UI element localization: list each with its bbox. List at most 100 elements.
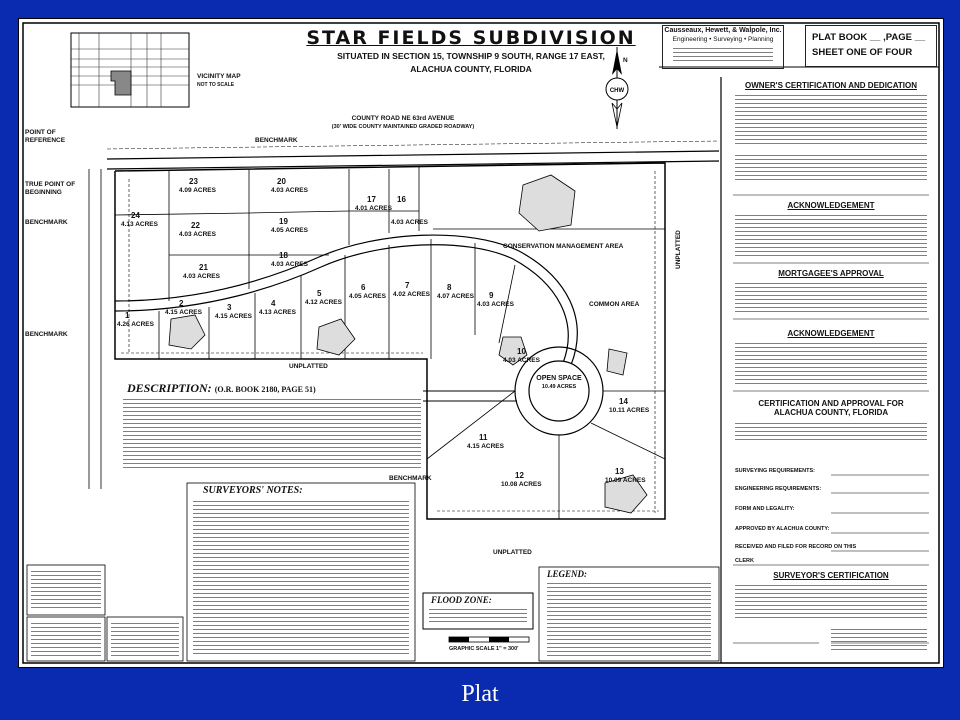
lot-number: 4 bbox=[271, 299, 276, 308]
owner-signature-lines bbox=[735, 155, 927, 183]
point-of-reference-label: POINT OF REFERENCE bbox=[25, 129, 66, 144]
surveyor-signature-block bbox=[831, 629, 927, 653]
owner-certification-title: OWNER'S CERTIFICATION AND DEDICATION bbox=[745, 81, 917, 90]
lot-acres: 4.03 ACRES bbox=[179, 231, 216, 238]
lot-acres: 4.02 ACRES bbox=[393, 291, 430, 298]
county-road-label: COUNTY ROAD NE 63rd AVENUE(30' WIDE COUN… bbox=[331, 115, 475, 130]
graphic-scale bbox=[448, 636, 530, 643]
plat-sheet: CHW bbox=[18, 18, 944, 668]
lot-number: 18 bbox=[279, 251, 288, 260]
true-point-of-beginning-label: TRUE POINT OF BEGINNING bbox=[25, 181, 76, 196]
lot-acres: 4.03 ACRES bbox=[271, 261, 308, 268]
lot-number: 23 bbox=[189, 177, 198, 186]
north-arrow: CHW bbox=[605, 47, 629, 129]
surveyors-notes-heading: SURVEYORS' NOTES: bbox=[203, 485, 303, 496]
approval-row-label: ENGINEERING REQUIREMENTS: bbox=[735, 486, 822, 492]
title-line-1: SITUATED IN SECTION 15, TOWNSHIP 9 SOUTH… bbox=[337, 51, 605, 61]
firm-services: Engineering • Surveying • Planning bbox=[672, 36, 774, 43]
lot-acres: 4.03 ACRES bbox=[503, 357, 540, 364]
lot-acres: 4.15 ACRES bbox=[215, 313, 252, 320]
county-certification-text bbox=[735, 423, 927, 443]
lot-number: 17 bbox=[367, 195, 376, 204]
approval-row-label: CLERK bbox=[735, 558, 754, 564]
lot-number: 22 bbox=[191, 221, 200, 230]
lot-number: 5 bbox=[317, 289, 322, 298]
acknowledgement-title-2: ACKNOWLEDGEMENT bbox=[787, 329, 875, 338]
svg-text:CHW: CHW bbox=[610, 88, 625, 94]
lot-number: 19 bbox=[279, 217, 288, 226]
lot-acres: 4.15 ACRES bbox=[165, 309, 202, 316]
benchmark-label-south: BENCHMARK bbox=[389, 475, 432, 482]
owner-certification-text bbox=[735, 95, 927, 147]
lot-number: 12 bbox=[515, 471, 524, 480]
lot-acres: 4.05 ACRES bbox=[349, 293, 386, 300]
subdivision-title: STAR FIELDS SUBDIVISION bbox=[306, 27, 636, 49]
conservation-area-label: CONSERVATION MANAGEMENT AREA bbox=[503, 243, 624, 250]
north-label: N bbox=[623, 57, 628, 64]
flood-zone-text bbox=[429, 609, 527, 625]
lot-number: 21 bbox=[199, 263, 208, 272]
plat-book-block: PLAT BOOK __ ,PAGE __ SHEET ONE OF FOUR bbox=[805, 25, 937, 67]
approval-row-label: SURVEYING REQUIREMENTS: bbox=[735, 468, 815, 474]
slide-caption: Plat bbox=[461, 681, 499, 707]
lot-acres: 4.26 ACRES bbox=[117, 321, 154, 328]
title-line-2: ALACHUA COUNTY, FLORIDA bbox=[410, 64, 532, 74]
lot-number: 13 bbox=[615, 467, 624, 476]
mortgagee-approval-title: MORTGAGEE'S APPROVAL bbox=[778, 269, 884, 278]
lot-number: 10 bbox=[517, 347, 526, 356]
graphic-scale-label: GRAPHIC SCALE 1" = 300' bbox=[449, 646, 519, 652]
lot-acres: 4.03 ACRES bbox=[477, 301, 514, 308]
lot-acres: 4.13 ACRES bbox=[121, 221, 158, 228]
legend-text bbox=[547, 583, 711, 657]
common-area-label: COMMON AREA bbox=[589, 301, 640, 308]
surveyor-certification-title: SURVEYOR'S CERTIFICATION bbox=[773, 571, 889, 580]
firm-name: Causseaux, Hewett, & Walpole, Inc. bbox=[664, 27, 782, 34]
acknowledgement-title-1: ACKNOWLEDGEMENT bbox=[787, 201, 875, 210]
mortgagee-approval-text bbox=[735, 283, 927, 313]
lot-acres: 4.15 ACRES bbox=[467, 443, 504, 450]
lot-number: 6 bbox=[361, 283, 366, 292]
approval-row-label: FORM AND LEGALITY: bbox=[735, 506, 795, 512]
lot-acres: 4.07 ACRES bbox=[437, 293, 474, 300]
lot-acres: 4.03 ACRES bbox=[183, 273, 220, 280]
acknowledgement-text-2 bbox=[735, 343, 927, 385]
note-box-text bbox=[111, 623, 179, 657]
unplatted-label-bottom: UNPLATTED bbox=[493, 549, 532, 556]
benchmark-label-north: BENCHMARK bbox=[255, 137, 298, 144]
description-heading: DESCRIPTION: (O.R. BOOK 2180, PAGE 51) bbox=[127, 381, 316, 395]
lot-number: 9 bbox=[489, 291, 494, 300]
approval-row-label: RECEIVED AND FILED FOR RECORD ON THIS bbox=[735, 544, 857, 550]
benchmark-label-west: BENCHMARK bbox=[25, 219, 68, 226]
lot-number: 16 bbox=[397, 195, 406, 204]
lot-acres: 4.03 ACRES bbox=[271, 187, 308, 194]
lot-number: 14 bbox=[619, 397, 628, 406]
lot-number: 2 bbox=[179, 299, 184, 308]
note-box-text bbox=[31, 571, 101, 611]
lot-number: 8 bbox=[447, 283, 452, 292]
note-box-text bbox=[31, 623, 101, 657]
legend-heading: LEGEND: bbox=[547, 569, 587, 579]
lot-acres: 10.08 ACRES bbox=[501, 481, 542, 488]
lot-number: 11 bbox=[479, 433, 488, 442]
surveyor-certification-text bbox=[735, 585, 927, 621]
lot-acres: 4.09 ACRES bbox=[179, 187, 216, 194]
lot-number: 20 bbox=[277, 177, 286, 186]
lot-number: 3 bbox=[227, 303, 232, 312]
lot-acres: 4.05 ACRES bbox=[271, 227, 308, 234]
flood-zone-heading: FLOOD ZONE: bbox=[431, 595, 492, 605]
lot-number: 1 bbox=[125, 311, 130, 320]
sheet-number-line: SHEET ONE OF FOUR bbox=[812, 47, 913, 58]
lot-acres: 10.11 ACRES bbox=[609, 407, 650, 414]
unplatted-label-east: UNPLATTED bbox=[675, 230, 682, 269]
benchmark-label-southwest: BENCHMARK bbox=[25, 331, 68, 338]
unplatted-label-south: UNPLATTED bbox=[289, 363, 328, 370]
surveyors-notes-text bbox=[193, 501, 409, 655]
lot-acres: 4.03 ACRES bbox=[391, 219, 428, 226]
approval-row-label: APPROVED BY ALACHUA COUNTY: bbox=[735, 526, 830, 532]
lot-acres: 10.09 ACRES bbox=[605, 477, 646, 484]
plat-book-line: PLAT BOOK __ ,PAGE __ bbox=[812, 32, 926, 43]
